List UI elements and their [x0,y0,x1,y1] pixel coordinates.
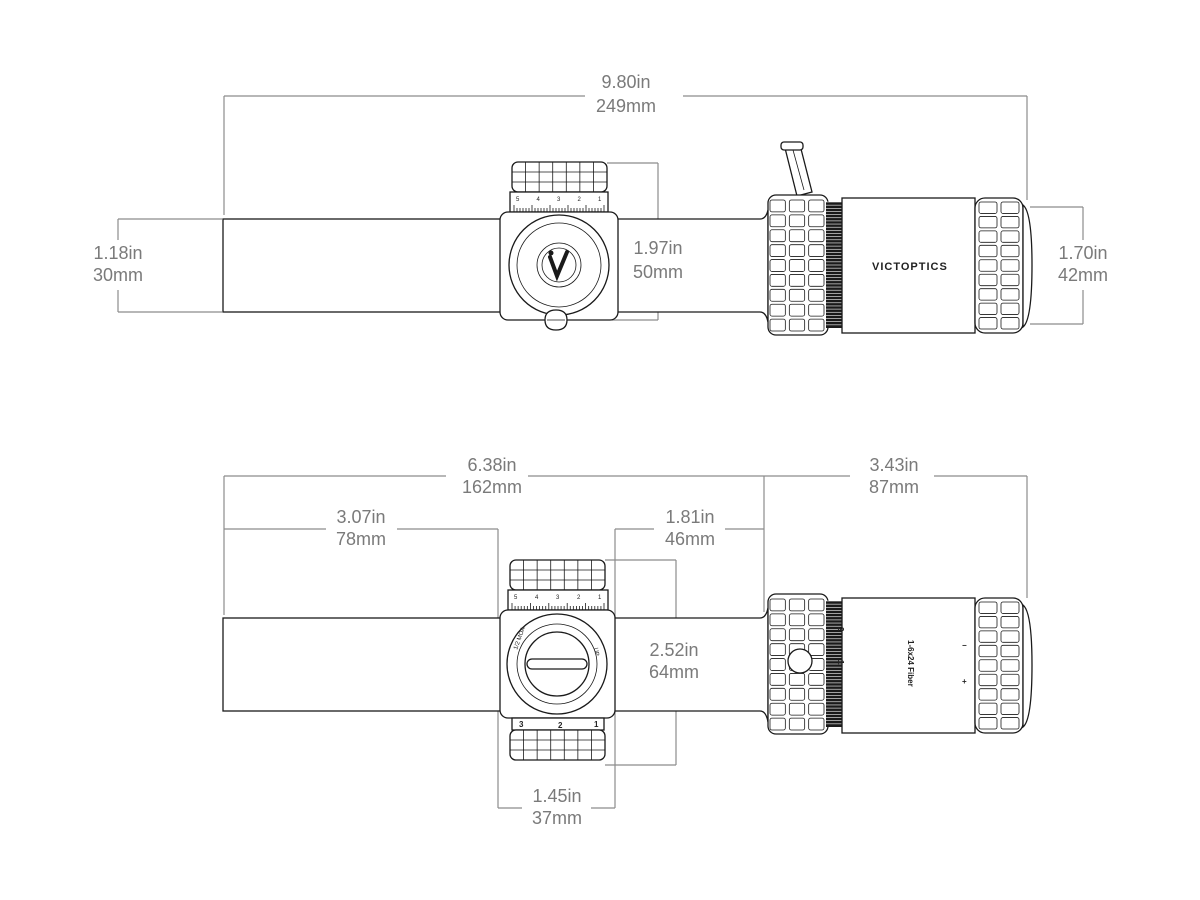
turret-depth-in: 1.45in [532,786,581,806]
front-to-turret-mm: 78mm [336,529,386,549]
side-eyepiece: 2 1 1-6x24 Fiber − + [767,593,1033,735]
turret-depth-mm: 37mm [532,808,582,828]
top-throw-lever [780,141,813,197]
side-main-tube [222,617,504,712]
scale-mark: 1 [598,197,602,203]
turret-to-ring-mm: 46mm [665,529,715,549]
throw-lever-stud [787,648,813,674]
tube-diameter-mm: 30mm [93,265,143,285]
diopter-plus: + [962,677,967,686]
scale-mark: 3 [557,197,561,203]
tube-diameter-in: 1.18in [93,243,142,263]
brand-logo: VICTOPTICS [872,261,948,273]
scale-mark: 4 [535,595,539,601]
turret-width-in: 1.97in [633,238,682,258]
turret-height-in: 2.52in [649,640,698,660]
top-eyepiece-body [841,197,976,334]
up-text: UP [592,647,599,656]
top-windage-cap [508,214,610,316]
eyepiece-diameter-in: 1.70in [1058,243,1107,263]
front-to-eyepiece-in: 6.38in [467,455,516,475]
turret-height-mm: 64mm [649,662,699,682]
top-eyepiece: VICTOPTICS [767,194,1033,336]
front-to-eyepiece-mm: 162mm [462,477,522,497]
scale-mark: 5 [514,595,518,601]
diopter-minus: − [962,641,967,650]
side-elevation-knob [509,559,606,591]
top-mag-ring [767,194,829,336]
side-diopter-ring [974,597,1024,734]
eyepiece-length-in: 3.43in [869,455,918,475]
top-main-tube [222,218,504,313]
scale-mark: 1 [598,595,602,601]
lower-scale-3: 3 [519,720,524,729]
lower-scale-2: 2 [558,721,563,730]
front-to-turret-in: 3.07in [336,507,385,527]
turret-width-mm: 50mm [633,262,683,282]
scale-mark: 2 [577,595,581,601]
overall-length-in: 9.80in [601,72,650,92]
mag-mark-1: 1 [836,660,845,665]
top-diopter-ring [974,197,1024,334]
eyepiece-diameter-mm: 42mm [1058,265,1108,285]
top-view: 5 4 3 2 1 VICTOPTICS [93,72,1108,336]
scale-mark: 4 [537,197,541,203]
top-turret: 5 4 3 2 1 [499,161,619,331]
coin-slot [526,658,588,670]
side-lower-knob [509,729,606,761]
scale-mark: 5 [516,197,520,203]
eyepiece-length-mm: 87mm [869,477,919,497]
mag-mark-2: 2 [836,627,845,632]
overall-length-mm: 249mm [596,96,656,116]
lower-scale-1: 1 [594,720,599,729]
scale-mark: 2 [578,197,582,203]
turret-to-ring-in: 1.81in [665,507,714,527]
scale-mark: 3 [556,595,560,601]
top-elevation-knob [511,161,608,193]
model-label: 1-6x24 Fiber [906,640,915,687]
victoptics-logo-icon [548,250,569,282]
